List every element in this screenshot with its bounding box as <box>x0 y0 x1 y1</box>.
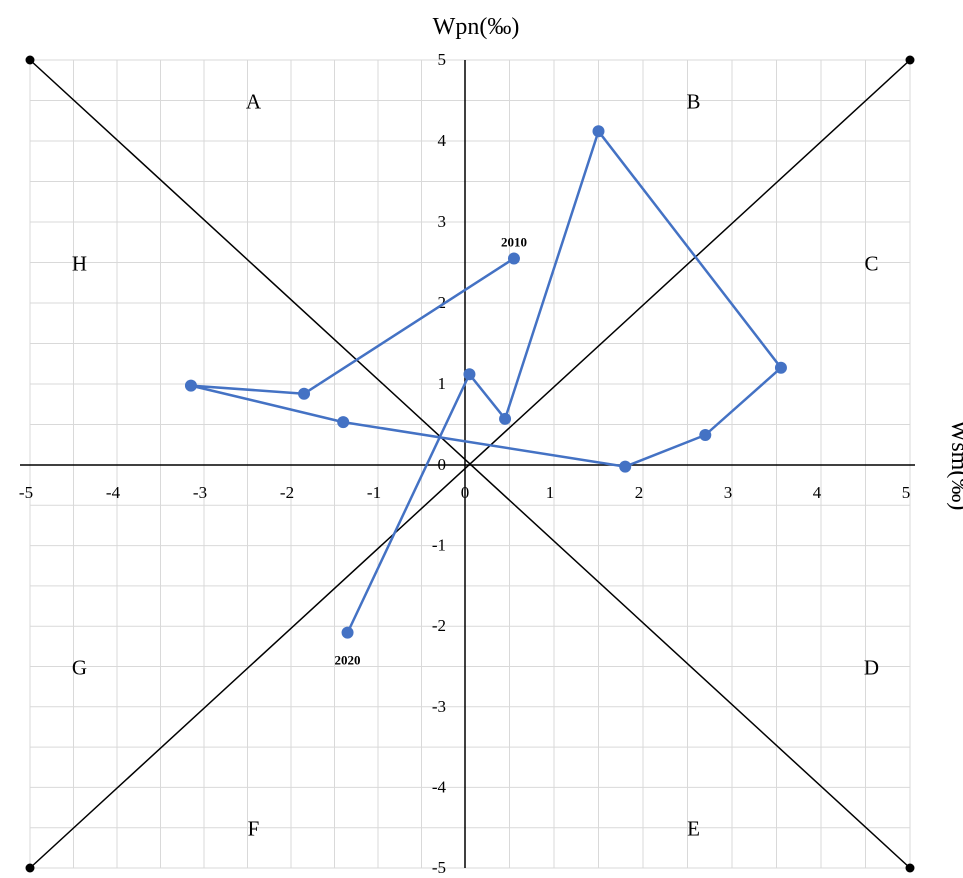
diagonal-endpoint <box>25 55 35 65</box>
y-tick-label: 3 <box>438 212 447 231</box>
x-tick-label: -4 <box>106 483 121 502</box>
x-tick-label: -1 <box>367 483 381 502</box>
x-tick-label: 2 <box>635 483 644 502</box>
data-point <box>463 368 476 381</box>
data-point <box>341 626 354 639</box>
data-point <box>184 379 197 392</box>
series-line <box>189 130 783 634</box>
grid <box>29 59 911 869</box>
y-tick-label: 5 <box>438 50 447 69</box>
annotation-label: 2020 <box>335 653 361 668</box>
y-tick-label: 1 <box>438 374 447 393</box>
region-label: C <box>864 252 878 276</box>
series <box>184 125 787 639</box>
x-tick-label: -5 <box>19 483 33 502</box>
diagonal-lines <box>25 55 915 873</box>
x-tick-label: 0 <box>461 483 470 502</box>
x-tick-label: 1 <box>546 483 555 502</box>
x-tick-label: 3 <box>724 483 733 502</box>
data-point <box>298 387 311 400</box>
region-labels: A B C D E F G H <box>72 90 879 841</box>
x-tick-label: 4 <box>813 483 822 502</box>
data-point <box>507 252 520 265</box>
y-tick-label: -3 <box>432 697 446 716</box>
y-tick-label: 0 <box>438 455 447 474</box>
tick-labels: -5 -4 -3 -2 -1 0 1 2 3 4 5 5 4 3 2 1 0 -1 -2 -3 -4 -5 <box>19 50 910 877</box>
axes <box>20 60 915 868</box>
y-tick-label: 2 <box>438 293 447 312</box>
data-point <box>592 125 605 138</box>
region-label: A <box>246 90 262 114</box>
data-point <box>337 416 350 429</box>
data-point <box>619 460 632 473</box>
diagonal-endpoint <box>905 863 915 873</box>
y-tick-label: 4 <box>438 131 447 150</box>
data-point <box>499 412 512 425</box>
region-label: B <box>686 90 700 114</box>
diagonal-endpoint <box>25 863 35 873</box>
x-axis-title: Wsm(‰) <box>946 420 963 511</box>
annotation-label: 2010 <box>501 234 527 249</box>
y-axis-title: Wpn(‰) <box>433 14 520 40</box>
data-point <box>699 429 712 442</box>
region-label: E <box>687 817 700 841</box>
y-tick-label: -4 <box>432 777 447 796</box>
y-tick-label: -2 <box>432 616 446 635</box>
region-label: D <box>864 656 879 680</box>
region-label: H <box>72 252 87 276</box>
data-point <box>774 361 787 374</box>
x-tick-label: -2 <box>280 483 294 502</box>
diagonal-line <box>29 59 911 869</box>
y-tick-label: -5 <box>432 858 446 877</box>
x-tick-label: 5 <box>902 483 911 502</box>
region-label: G <box>72 656 87 680</box>
diagonal-endpoint <box>905 55 915 65</box>
region-label: F <box>248 817 260 841</box>
x-tick-label: -3 <box>193 483 207 502</box>
y-tick-label: -1 <box>432 536 446 555</box>
